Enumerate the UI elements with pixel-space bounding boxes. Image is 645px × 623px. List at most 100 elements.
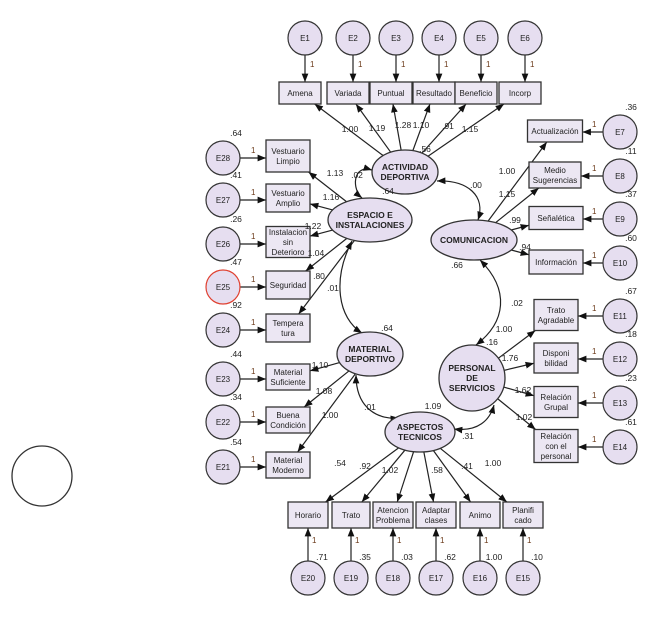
indicator-box <box>278 81 322 105</box>
error-weight: 1 <box>251 367 256 376</box>
indicator-label-line: Seguridad <box>270 281 306 290</box>
error-label: E25 <box>216 283 231 292</box>
error-e26 <box>205 226 241 262</box>
indicator-label-line: Vestuario <box>271 189 305 198</box>
covariance-aspectos_personal-value: .31 <box>462 431 474 441</box>
loading-value: .41 <box>461 461 473 471</box>
indicator-label-line: Trato <box>547 306 566 315</box>
loading-value: 1.00 <box>342 124 359 134</box>
indicator-label-line: Planifi <box>512 506 534 515</box>
latent-aspectos <box>384 411 456 453</box>
error-variance: .61 <box>625 417 637 427</box>
indicator-label-line: Señalética <box>537 214 575 223</box>
latent-comunicacion-label: COMUNICACION <box>440 235 508 245</box>
error-e25 <box>205 269 241 305</box>
error-weight: 1 <box>592 347 597 356</box>
loading-value: .99 <box>509 215 521 225</box>
indicator-label: Horario <box>295 511 322 520</box>
indicator-box <box>265 313 311 343</box>
error-e11 <box>602 298 638 334</box>
error-e1 <box>287 20 323 56</box>
error-e13 <box>602 385 638 421</box>
latent-comunicacion <box>430 219 518 261</box>
latent-aspectos-label-line: ASPECTOS <box>397 422 444 432</box>
indicator-label-line: Resultado <box>416 89 453 98</box>
loading-value: 1.13 <box>327 168 344 178</box>
indicator-label-line: Beneficio <box>460 89 493 98</box>
error-label: E28 <box>216 154 231 163</box>
indicator-label: Incorp <box>509 89 532 98</box>
loading-value: .91 <box>442 121 454 131</box>
error-weight: 1 <box>592 164 597 173</box>
error-variance: .35 <box>359 552 371 562</box>
covariance-material_aspectos-value: .01 <box>364 402 376 412</box>
loading-path <box>432 450 472 503</box>
loading-value: 1.22 <box>305 221 322 231</box>
indicator-label-line: bilidad <box>544 359 567 368</box>
error-e19 <box>333 560 369 596</box>
indicator-box <box>265 183 311 213</box>
loading-path <box>361 449 406 503</box>
covariance-actividad_comunicacion-value: .00 <box>470 180 482 190</box>
error-variance: .44 <box>230 349 242 359</box>
error-e7 <box>602 114 638 150</box>
error-variance: 1.00 <box>486 552 503 562</box>
error-e3 <box>378 20 414 56</box>
error-label: E2 <box>348 34 358 43</box>
error-e21 <box>205 449 241 485</box>
error-weight: 1 <box>484 536 489 545</box>
indicator-box <box>265 406 311 434</box>
indicator-box <box>533 428 579 464</box>
loading-value: 1.28 <box>395 120 412 130</box>
indicator-label: Puntual <box>377 89 404 98</box>
latent-personal-variance: .16 <box>486 337 498 347</box>
latent-personal-label-line: SERVICIOS <box>449 383 495 393</box>
error-label: E26 <box>216 240 231 249</box>
error-e9 <box>602 201 638 237</box>
indicator-box <box>526 119 584 143</box>
indicator-box <box>372 501 414 529</box>
indicator-label-line: Trato <box>342 511 361 520</box>
indicator-label-line: Material <box>274 368 303 377</box>
latent-aspectos-label-line: TECNICOS <box>398 432 442 442</box>
loading-value: .80 <box>313 271 325 281</box>
error-label: E11 <box>613 312 627 321</box>
error-weight: 1 <box>401 60 406 69</box>
loading-path <box>497 398 536 430</box>
indicator-box <box>533 385 579 419</box>
indicator-label-line: Suficiente <box>270 378 306 387</box>
loading-value: 1.15 <box>499 189 516 199</box>
indicator-label-line: Medio <box>544 166 566 175</box>
loading-value: 1.00 <box>496 324 513 334</box>
indicator-label-line: Material <box>274 456 303 465</box>
latent-espacio <box>327 197 413 243</box>
covariance-actividad_comunicacion <box>436 177 484 221</box>
indicator-label: Actualización <box>531 127 578 136</box>
error-weight: 1 <box>251 318 256 327</box>
loading-value: 1.62 <box>515 385 532 395</box>
loading-value: 1.00 <box>485 458 502 468</box>
indicator-label-line: Horario <box>295 511 322 520</box>
error-e2 <box>335 20 371 56</box>
error-label: E22 <box>216 418 231 427</box>
loading-path <box>503 361 535 371</box>
loading-path <box>305 237 348 272</box>
error-weight: 1 <box>444 60 449 69</box>
error-e23 <box>205 361 241 397</box>
error-e18 <box>375 560 411 596</box>
error-variance: .60 <box>625 233 637 243</box>
error-weight: 1 <box>251 455 256 464</box>
covariance-aspectos_personal <box>453 404 496 434</box>
error-e20 <box>290 560 326 596</box>
latent-comunicacion-label-line: COMUNICACION <box>440 235 508 245</box>
error-weight: 1 <box>440 536 445 545</box>
indicator-label-line: Buena <box>276 411 300 420</box>
error-label: E4 <box>434 34 444 43</box>
indicator-label-line: Actualización <box>531 127 578 136</box>
indicator-label-line: tura <box>281 329 295 338</box>
indicator-label-line: Información <box>535 258 577 267</box>
